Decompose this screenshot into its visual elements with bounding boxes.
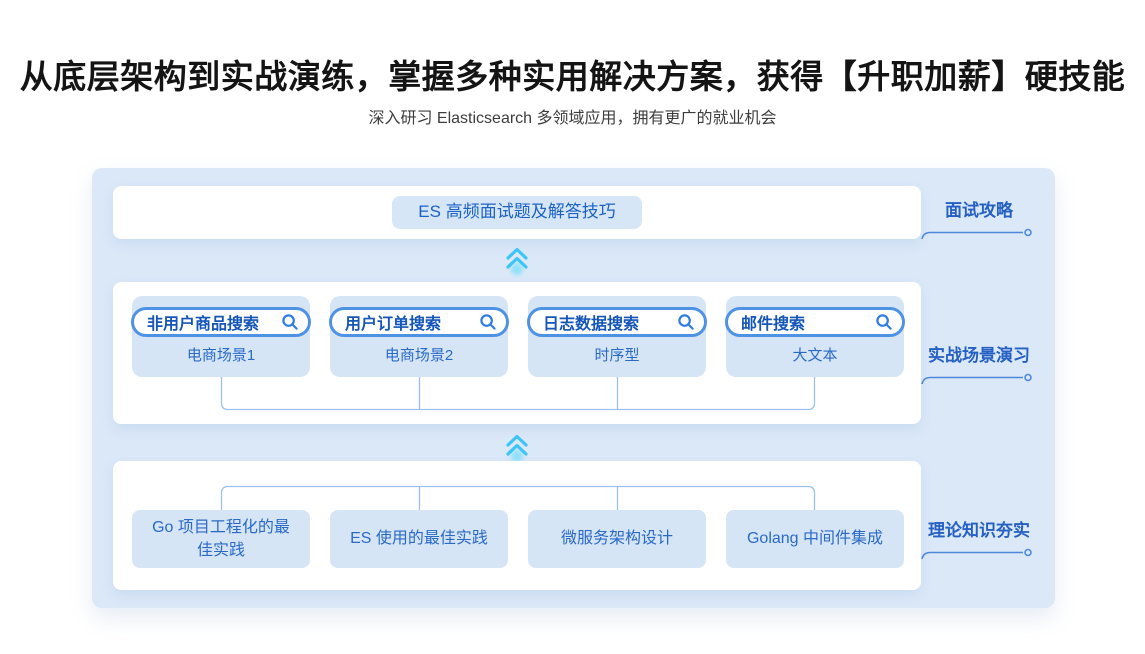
theory-card: Go 项目工程化的最佳实践 ES 使用的最佳实践 微服务架构设计 Golang … — [113, 461, 921, 590]
side-label: 实战场景演习 — [921, 345, 1037, 367]
search-pill-label: 用户订单搜索 — [345, 310, 441, 334]
scenario-box-ecommerce2: 用户订单搜索 电商场景2 — [330, 296, 508, 377]
theory-box-golang-middleware: Golang 中间件集成 — [726, 510, 904, 568]
scenario-caption: 电商场景2 — [385, 344, 453, 365]
leader-line — [921, 544, 1037, 560]
scenario-box-ecommerce1: 非用户商品搜索 电商场景1 — [132, 296, 310, 377]
search-pill-button[interactable]: 非用户商品搜索 — [131, 307, 311, 337]
scenario-box-bigtext: 邮件搜索 大文本 — [726, 296, 904, 377]
interview-card: ES 高频面试题及解答技巧 — [113, 186, 921, 239]
scenario-box-timeseries: 日志数据搜索 时序型 — [528, 296, 706, 377]
scenario-card: 非用户商品搜索 电商场景1 用户订单搜索 电商场景2 — [113, 282, 921, 424]
search-pill-button[interactable]: 日志数据搜索 — [527, 307, 707, 337]
theory-bracket-connector — [213, 485, 823, 512]
search-icon — [677, 313, 695, 331]
side-label-group-scenario: 实战场景演习 — [921, 345, 1037, 385]
scenario-caption: 大文本 — [792, 344, 837, 365]
search-pill-label: 邮件搜索 — [741, 310, 805, 334]
leader-line — [921, 224, 1037, 240]
side-label: 理论知识夯实 — [921, 520, 1037, 542]
theory-box-es-best-practice: ES 使用的最佳实践 — [330, 510, 508, 568]
interview-topics-button[interactable]: ES 高频面试题及解答技巧 — [392, 196, 641, 229]
leader-line — [921, 369, 1037, 385]
scenario-bracket-connector — [213, 377, 823, 411]
page-subtitle: 深入研习 Elasticsearch 多领域应用，拥有更广的就业机会 — [0, 104, 1145, 128]
side-label-group-interview: 面试攻略 — [921, 200, 1037, 240]
search-icon — [479, 313, 497, 331]
search-icon — [875, 313, 893, 331]
search-pill-label: 日志数据搜索 — [543, 310, 639, 334]
chevron-up-icon — [499, 242, 535, 278]
theory-box-go-engineering: Go 项目工程化的最佳实践 — [132, 510, 310, 568]
scenario-caption: 时序型 — [594, 344, 639, 365]
search-pill-button[interactable]: 用户订单搜索 — [329, 307, 509, 337]
chevron-up-icon — [499, 429, 535, 465]
scenario-caption: 电商场景1 — [187, 344, 255, 365]
diagram-panel: ES 高频面试题及解答技巧 非用户商品搜索 电商场景1 — [92, 168, 1055, 608]
side-label: 面试攻略 — [921, 200, 1037, 222]
search-icon — [281, 313, 299, 331]
search-pill-button[interactable]: 邮件搜索 — [725, 307, 905, 337]
page-title: 从底层架构到实战演练，掌握多种实用解决方案，获得【升职加薪】硬技能 — [0, 50, 1145, 98]
theory-box-microservice-arch: 微服务架构设计 — [528, 510, 706, 568]
side-label-group-theory: 理论知识夯实 — [921, 520, 1037, 560]
search-pill-label: 非用户商品搜索 — [147, 310, 259, 334]
